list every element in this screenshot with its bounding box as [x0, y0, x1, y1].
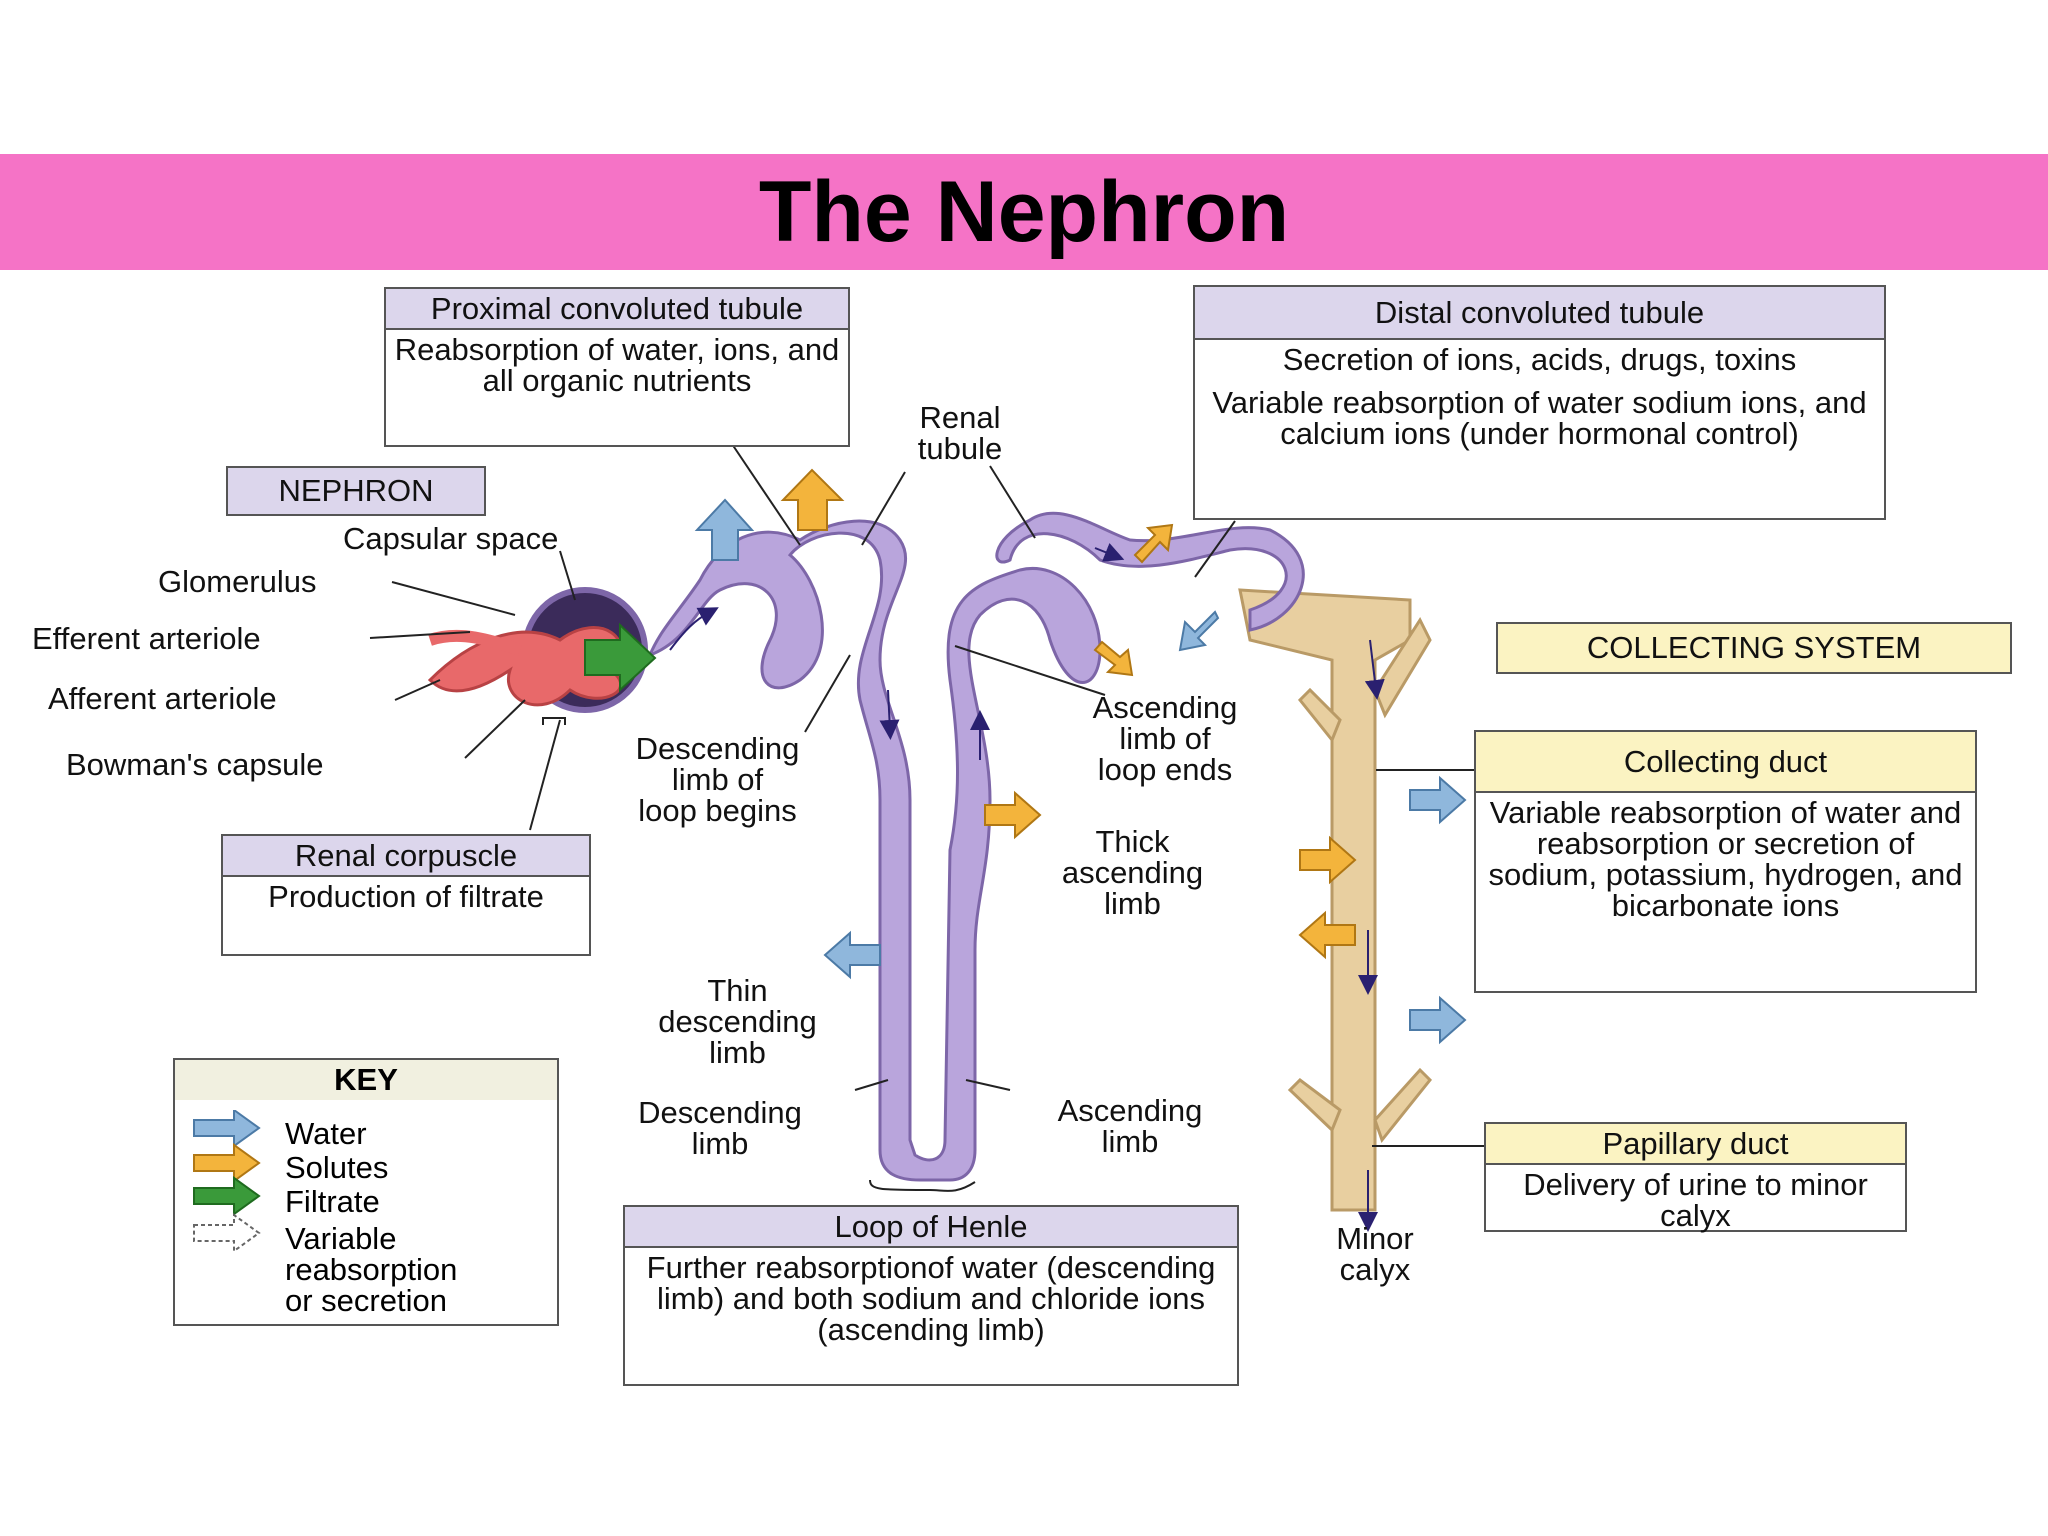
label-capsular-space: Capsular space [343, 521, 559, 556]
key-item-solutes: Solutes [285, 1150, 389, 1185]
key-heading: KEY [175, 1060, 557, 1100]
box-body: Further reabsorptionof water (descending… [646, 1250, 1216, 1347]
papillary-duct-box: Papillary duct Delivery of urine to mino… [1484, 1122, 1907, 1232]
label-glomerulus: Glomerulus [158, 564, 317, 599]
label-bowmans-capsule: Bowman's capsule [66, 747, 324, 782]
loop-of-henle-box: Loop of Henle Further reabsorptionof wat… [623, 1205, 1239, 1386]
key-legend: KEY Water Solutes Filtrate Variable reab… [173, 1058, 559, 1326]
label-efferent-arteriole: Efferent arteriole [32, 621, 261, 656]
label-descending-limb: Descending limb [638, 1095, 802, 1161]
box-body: Production of filtrate [268, 879, 544, 914]
key-item-filtrate: Filtrate [285, 1184, 380, 1219]
box-heading: Loop of Henle [625, 1207, 1237, 1248]
box-body-secretion: Secretion of ions, acids, drugs, toxins [1282, 342, 1797, 377]
proximal-tubule-shape [647, 519, 1102, 1182]
box-body: Reabsorption of water, ions, and all org… [394, 332, 840, 398]
distal-convoluted-tubule-box: Distal convoluted tubule Secretion of io… [1193, 285, 1886, 520]
box-heading: Proximal convoluted tubule [386, 289, 848, 330]
collecting-duct-shape [1238, 588, 1433, 1212]
box-body: Variable reabsorption of water and reabs… [1488, 795, 1963, 923]
nephron-tag: NEPHRON [226, 466, 486, 516]
label-descending-limb-begins: Descending limb of loop begins [635, 731, 800, 828]
renal-corpuscle-box: Renal corpuscle Production of filtrate [221, 834, 591, 956]
box-body: Delivery of urine to minor calyx [1523, 1167, 1868, 1233]
box-heading: Distal convoluted tubule [1195, 287, 1884, 340]
label-ascending-limb-ends: Ascending limb of loop ends [1092, 690, 1238, 787]
proximal-convoluted-tubule-box: Proximal convoluted tubule Reabsorption … [384, 287, 850, 447]
green-arrow-icon [193, 1176, 261, 1216]
label-ascending-limb: Ascending limb [1057, 1093, 1203, 1159]
page-title: The Nephron [758, 164, 1290, 260]
distal-tubule-shape [995, 511, 1305, 632]
flow-arrows [669, 543, 1385, 1232]
key-item-variable: Variable reabsorption or secretion [285, 1221, 458, 1318]
label-minor-calyx: Minor calyx [1336, 1221, 1414, 1287]
box-heading: Collecting duct [1476, 732, 1975, 793]
key-icons [193, 1110, 261, 1253]
leader-lines [369, 440, 1485, 1192]
dashed-arrow-icon [193, 1213, 261, 1253]
label-thin-descending-limb: Thin descending limb [658, 973, 817, 1070]
box-heading: Renal corpuscle [223, 836, 589, 877]
blue-arrow-icon [193, 1110, 261, 1148]
title-band [0, 154, 2048, 270]
orange-arrow-icon [193, 1143, 261, 1183]
key-item-water: Water [285, 1116, 367, 1151]
filtrate-arrow-icon [584, 622, 657, 693]
label-renal-tubule: Renal tubule [917, 400, 1003, 466]
water-arrows [694, 498, 1467, 1045]
label-afferent-arteriole: Afferent arteriole [48, 681, 277, 716]
solute-arrows [780, 468, 1357, 960]
collecting-system-tag: COLLECTING SYSTEM [1496, 622, 2012, 674]
label-thick-ascending-limb: Thick ascending limb [1061, 824, 1204, 921]
box-heading: Papillary duct [1486, 1124, 1905, 1165]
collecting-duct-box: Collecting duct Variable reabsorption of… [1474, 730, 1977, 993]
box-body-reabsorption: Variable reabsorption of water sodium io… [1212, 385, 1867, 451]
